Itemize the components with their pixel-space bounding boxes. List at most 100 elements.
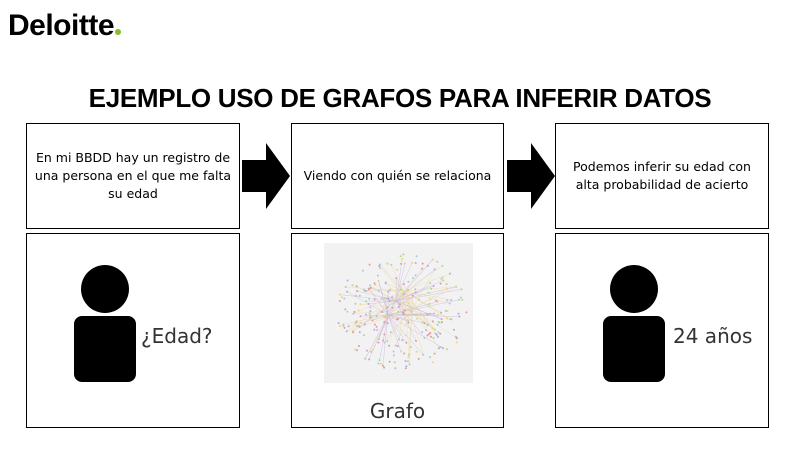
graph-node — [373, 328, 376, 331]
graph-node — [404, 367, 407, 370]
graph-node — [369, 316, 372, 319]
graph-edge — [403, 290, 424, 355]
graph-node — [415, 339, 417, 342]
graph-edge — [353, 290, 405, 314]
graph-node — [376, 274, 379, 277]
graph-node — [457, 298, 460, 301]
graph-node — [449, 272, 451, 275]
graph-node — [355, 294, 357, 297]
graph-node — [432, 285, 435, 288]
graph-node — [446, 299, 449, 302]
graph-node — [358, 325, 361, 328]
graph-node — [369, 310, 372, 313]
graph-node — [405, 365, 408, 368]
graph-edge — [357, 290, 397, 302]
graph-node — [455, 335, 458, 338]
graph-node — [421, 331, 424, 333]
graph-node — [438, 346, 441, 349]
graph-node — [381, 364, 384, 367]
graph-node — [429, 356, 431, 359]
graph-node — [440, 277, 443, 280]
graph-node — [450, 299, 453, 301]
graph-node — [378, 338, 380, 340]
graph-node — [338, 300, 341, 302]
graph-node — [407, 360, 409, 363]
graph-node — [439, 282, 442, 285]
graph-edge — [346, 290, 405, 332]
graph-node — [370, 350, 373, 353]
graph-edge — [395, 300, 425, 339]
graph-node — [431, 258, 434, 261]
graph-edge — [378, 280, 389, 316]
graph-node — [374, 323, 376, 326]
graph-node — [458, 315, 461, 318]
graph-node — [379, 263, 382, 266]
graph-edge — [408, 308, 413, 358]
graph-edge — [388, 290, 405, 346]
graph-node — [428, 312, 431, 315]
graph-node — [346, 290, 349, 293]
graph-node — [394, 344, 397, 347]
graph-node — [417, 357, 420, 360]
graph-node — [369, 284, 371, 287]
graph-edge — [372, 300, 397, 350]
graph-node — [455, 341, 458, 344]
unknown-age-label: ¿Edad? — [141, 324, 213, 348]
graph-node — [342, 323, 345, 326]
graph-node — [353, 310, 356, 313]
graph-edge — [339, 294, 397, 302]
graph-node — [465, 311, 468, 314]
graph-node — [415, 317, 418, 320]
graph-edge — [411, 308, 439, 333]
graph-node — [407, 280, 410, 283]
graph-node — [396, 268, 398, 271]
graph-edge — [403, 268, 423, 292]
graph-node — [386, 262, 389, 265]
graph-edge — [395, 285, 434, 302]
graph-edge — [387, 262, 413, 316]
graph-edge — [368, 288, 389, 316]
graph-node — [386, 310, 389, 313]
graph-node — [414, 288, 417, 291]
graph-edge — [372, 290, 405, 321]
graph-node — [431, 320, 434, 323]
graph-edge — [368, 300, 397, 305]
graph-node — [383, 296, 386, 299]
inferred-age-label: 24 años — [673, 324, 753, 348]
graph-node — [392, 350, 395, 353]
graph-node — [437, 331, 440, 334]
graph-node — [396, 345, 399, 348]
graph-node — [441, 265, 444, 267]
graph-node — [398, 303, 401, 306]
graph-node — [388, 344, 391, 347]
graph-node — [337, 322, 340, 325]
graph-node — [418, 298, 421, 301]
graph-node — [388, 360, 391, 363]
graph-node — [354, 302, 357, 305]
graph-node — [379, 362, 382, 365]
graph-node — [407, 301, 410, 304]
graph-node — [403, 309, 406, 312]
graph-node — [369, 306, 372, 309]
graph-node — [410, 310, 413, 313]
graph-node — [369, 286, 372, 289]
graph-node — [434, 332, 437, 335]
graph-node — [391, 306, 394, 309]
graph-node — [377, 279, 380, 282]
graph-edge — [411, 308, 427, 331]
graph-node — [427, 333, 430, 336]
graph-edge — [387, 314, 460, 317]
graph-node — [386, 322, 389, 325]
graph-node — [415, 255, 418, 258]
graph-node — [445, 348, 448, 351]
graph-node — [368, 263, 371, 266]
graph-node — [407, 321, 410, 324]
graph-node — [431, 327, 434, 330]
graph-edge — [403, 290, 433, 329]
graph-node — [352, 312, 355, 315]
graph-node — [436, 335, 439, 338]
graph-node — [402, 283, 405, 286]
step-2-image-box: Grafo — [291, 233, 504, 428]
graph-edge — [387, 314, 444, 349]
graph-node — [345, 330, 348, 333]
